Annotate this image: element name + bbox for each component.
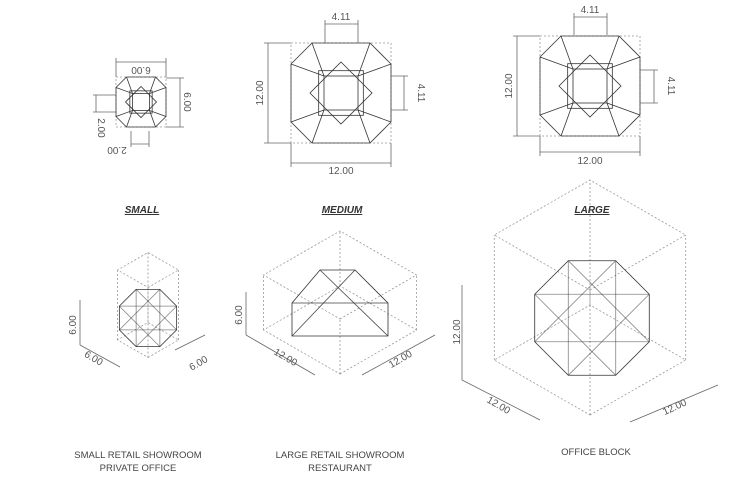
large-iso-x: 12.00 xyxy=(485,395,513,417)
small-module-a-dim: 2.00 xyxy=(95,118,106,138)
octagon-shape xyxy=(115,76,167,128)
caption-small-2: PRIVATE OFFICE xyxy=(100,463,177,474)
large-iso-height: 12.00 xyxy=(452,319,463,344)
large-width-dim: 12.00 xyxy=(577,156,602,167)
medium-module-b-dim: 4.11 xyxy=(415,84,426,103)
large-depth-dim: 12.00 xyxy=(504,73,515,98)
medium-module-a-dim: 4.11 xyxy=(332,12,351,23)
caption-small-1: SMALL RETAIL SHOWROOM xyxy=(74,450,201,461)
small-iso-x: 6.00 xyxy=(82,349,105,368)
large-module-a-dim: 4.11 xyxy=(581,5,600,16)
caption-medium-2: RESTAURANT xyxy=(308,463,372,474)
small-top-view xyxy=(115,76,167,128)
size-label-large: LARGE xyxy=(575,205,610,216)
size-label-medium: MEDIUM xyxy=(322,205,363,216)
small-iso-height: 6.00 xyxy=(68,315,79,335)
medium-iso-y: 12.00 xyxy=(387,349,415,371)
pavilion-shape xyxy=(534,260,650,376)
caption-large-1: OFFICE BLOCK xyxy=(561,447,631,458)
small-width-dim: 6.00 xyxy=(131,64,151,75)
medium-iso-dimensions: 6.00 12.00 12.00 xyxy=(234,292,436,376)
caption-medium-1: LARGE RETAIL SHOWROOM xyxy=(276,450,405,461)
medium-top-dimensions: 4.11 12.00 12.00 4.11 xyxy=(255,12,426,177)
small-top-dimensions: 6.00 6.00 2.00 2.00 xyxy=(93,58,192,155)
octagon-shape xyxy=(539,35,641,137)
large-top-view xyxy=(539,35,641,137)
medium-width-dim: 12.00 xyxy=(328,166,353,177)
large-iso-view xyxy=(493,179,687,416)
octagon-shape xyxy=(290,42,392,144)
small-depth-dim: 6.00 xyxy=(181,92,192,112)
medium-iso-view xyxy=(262,230,418,375)
small-iso-y: 6.00 xyxy=(188,354,211,373)
medium-iso-height: 6.00 xyxy=(234,305,245,325)
large-top-dimensions: 4.11 12.00 12.00 4.11 xyxy=(504,5,676,167)
large-iso-dimensions: 12.00 12.00 12.00 xyxy=(452,285,719,423)
large-module-b-dim: 4.11 xyxy=(665,77,676,96)
medium-depth-dim: 12.00 xyxy=(255,80,266,105)
small-module-b-dim: 2.00 xyxy=(107,144,127,155)
size-label-small: SMALL xyxy=(125,205,159,216)
medium-iso-x: 12.00 xyxy=(272,347,300,369)
small-iso-view xyxy=(116,252,180,358)
small-iso-dimensions: 6.00 6.00 6.00 xyxy=(68,300,210,373)
medium-top-view xyxy=(290,42,392,144)
large-iso-y: 12.00 xyxy=(661,397,689,418)
